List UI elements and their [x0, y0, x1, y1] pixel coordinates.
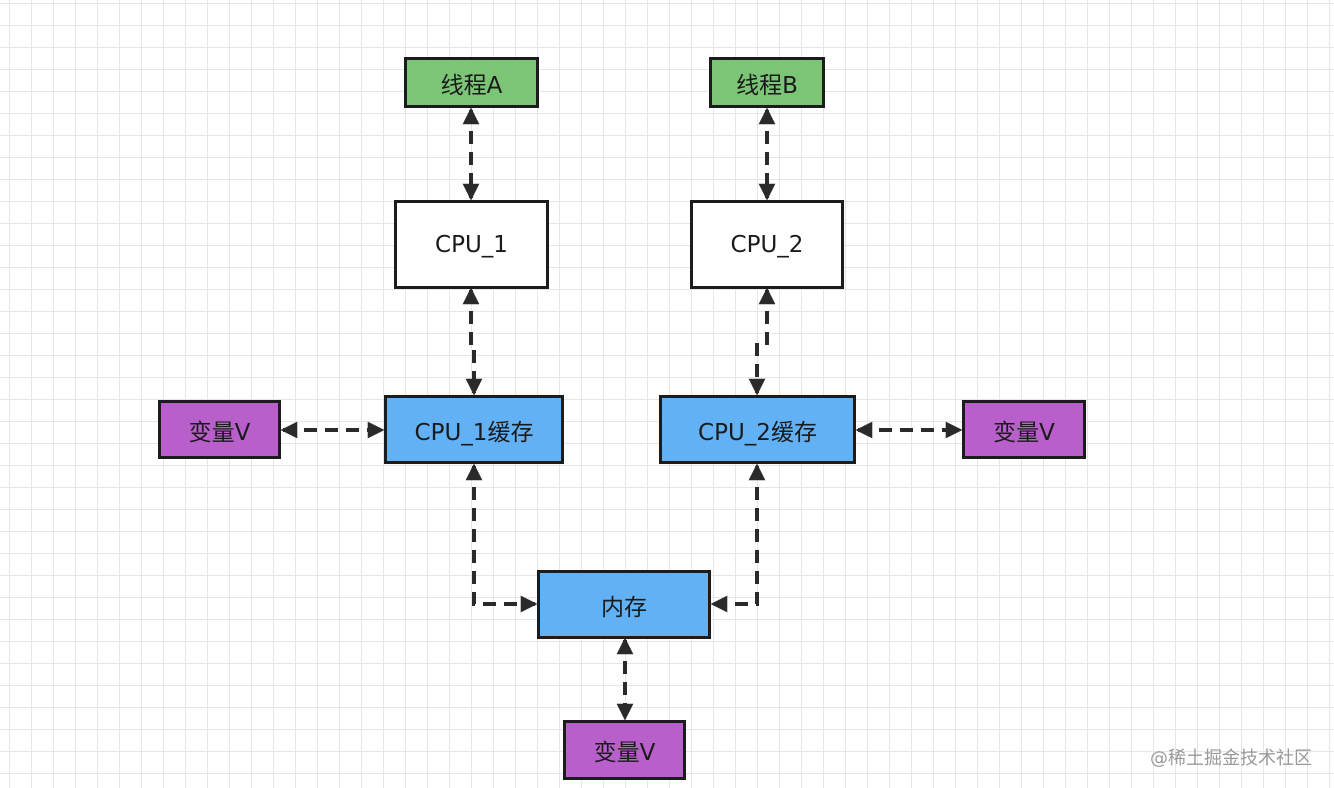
variable-v-bottom-node: 变量V [563, 720, 686, 780]
cpu-1-cache-node: CPU_1缓存 [384, 395, 564, 464]
edge-cpu-2-cache-2 [748, 287, 776, 396]
edge-cache-1-memory [465, 463, 538, 613]
thread-a-node: 线程A [404, 57, 539, 108]
edge-cache-2-memory [710, 463, 766, 613]
variable-v-right-node: 变量V [962, 400, 1086, 459]
variable-v-left-node: 变量V [158, 400, 281, 459]
watermark: @稀土掘金技术社区 [1150, 748, 1312, 769]
thread-b-node: 线程B [709, 57, 825, 108]
memory-node: 内存 [537, 570, 711, 639]
edge-cpu-1-cache-1 [462, 287, 483, 396]
cpu-1-node: CPU_1 [394, 200, 549, 289]
cpu-2-node: CPU_2 [690, 200, 844, 289]
cpu-2-cache-node: CPU_2缓存 [659, 395, 856, 464]
